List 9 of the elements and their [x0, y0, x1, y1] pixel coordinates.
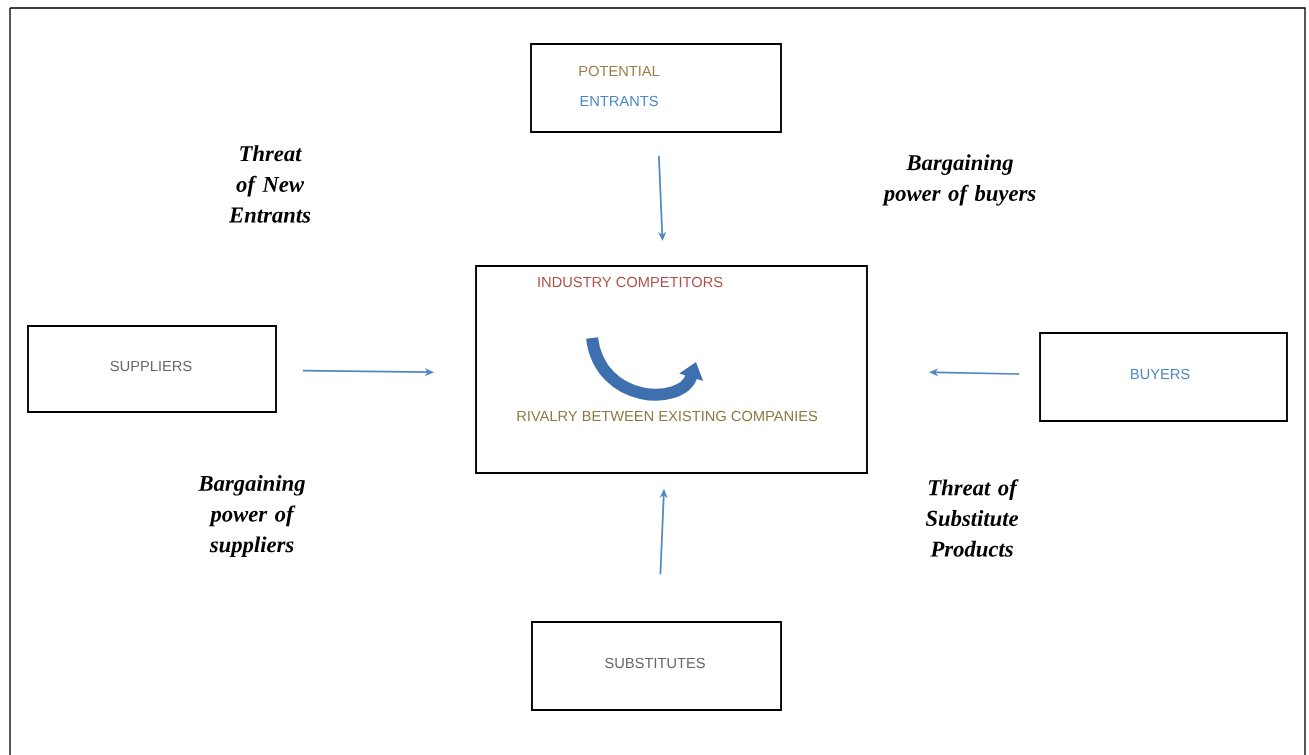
force-label: Bargaining power of suppliers [198, 475, 305, 557]
force-label: Bargaining power of buyers [882, 154, 1036, 206]
box: SUBSTITUTES [531, 621, 782, 711]
force-label: Threat of Substitute Products [925, 479, 1019, 557]
box: SUPPLIERS [27, 325, 277, 413]
box: INDUSTRY COMPETITORS RIVALRY BETWEEN EXISTING COMPANIES [475, 265, 868, 474]
force-label: Threat of New Entrants [228, 145, 311, 223]
box: BUYERS [1039, 332, 1288, 422]
box: POTENTIAL ENTRANTS [530, 43, 782, 133]
